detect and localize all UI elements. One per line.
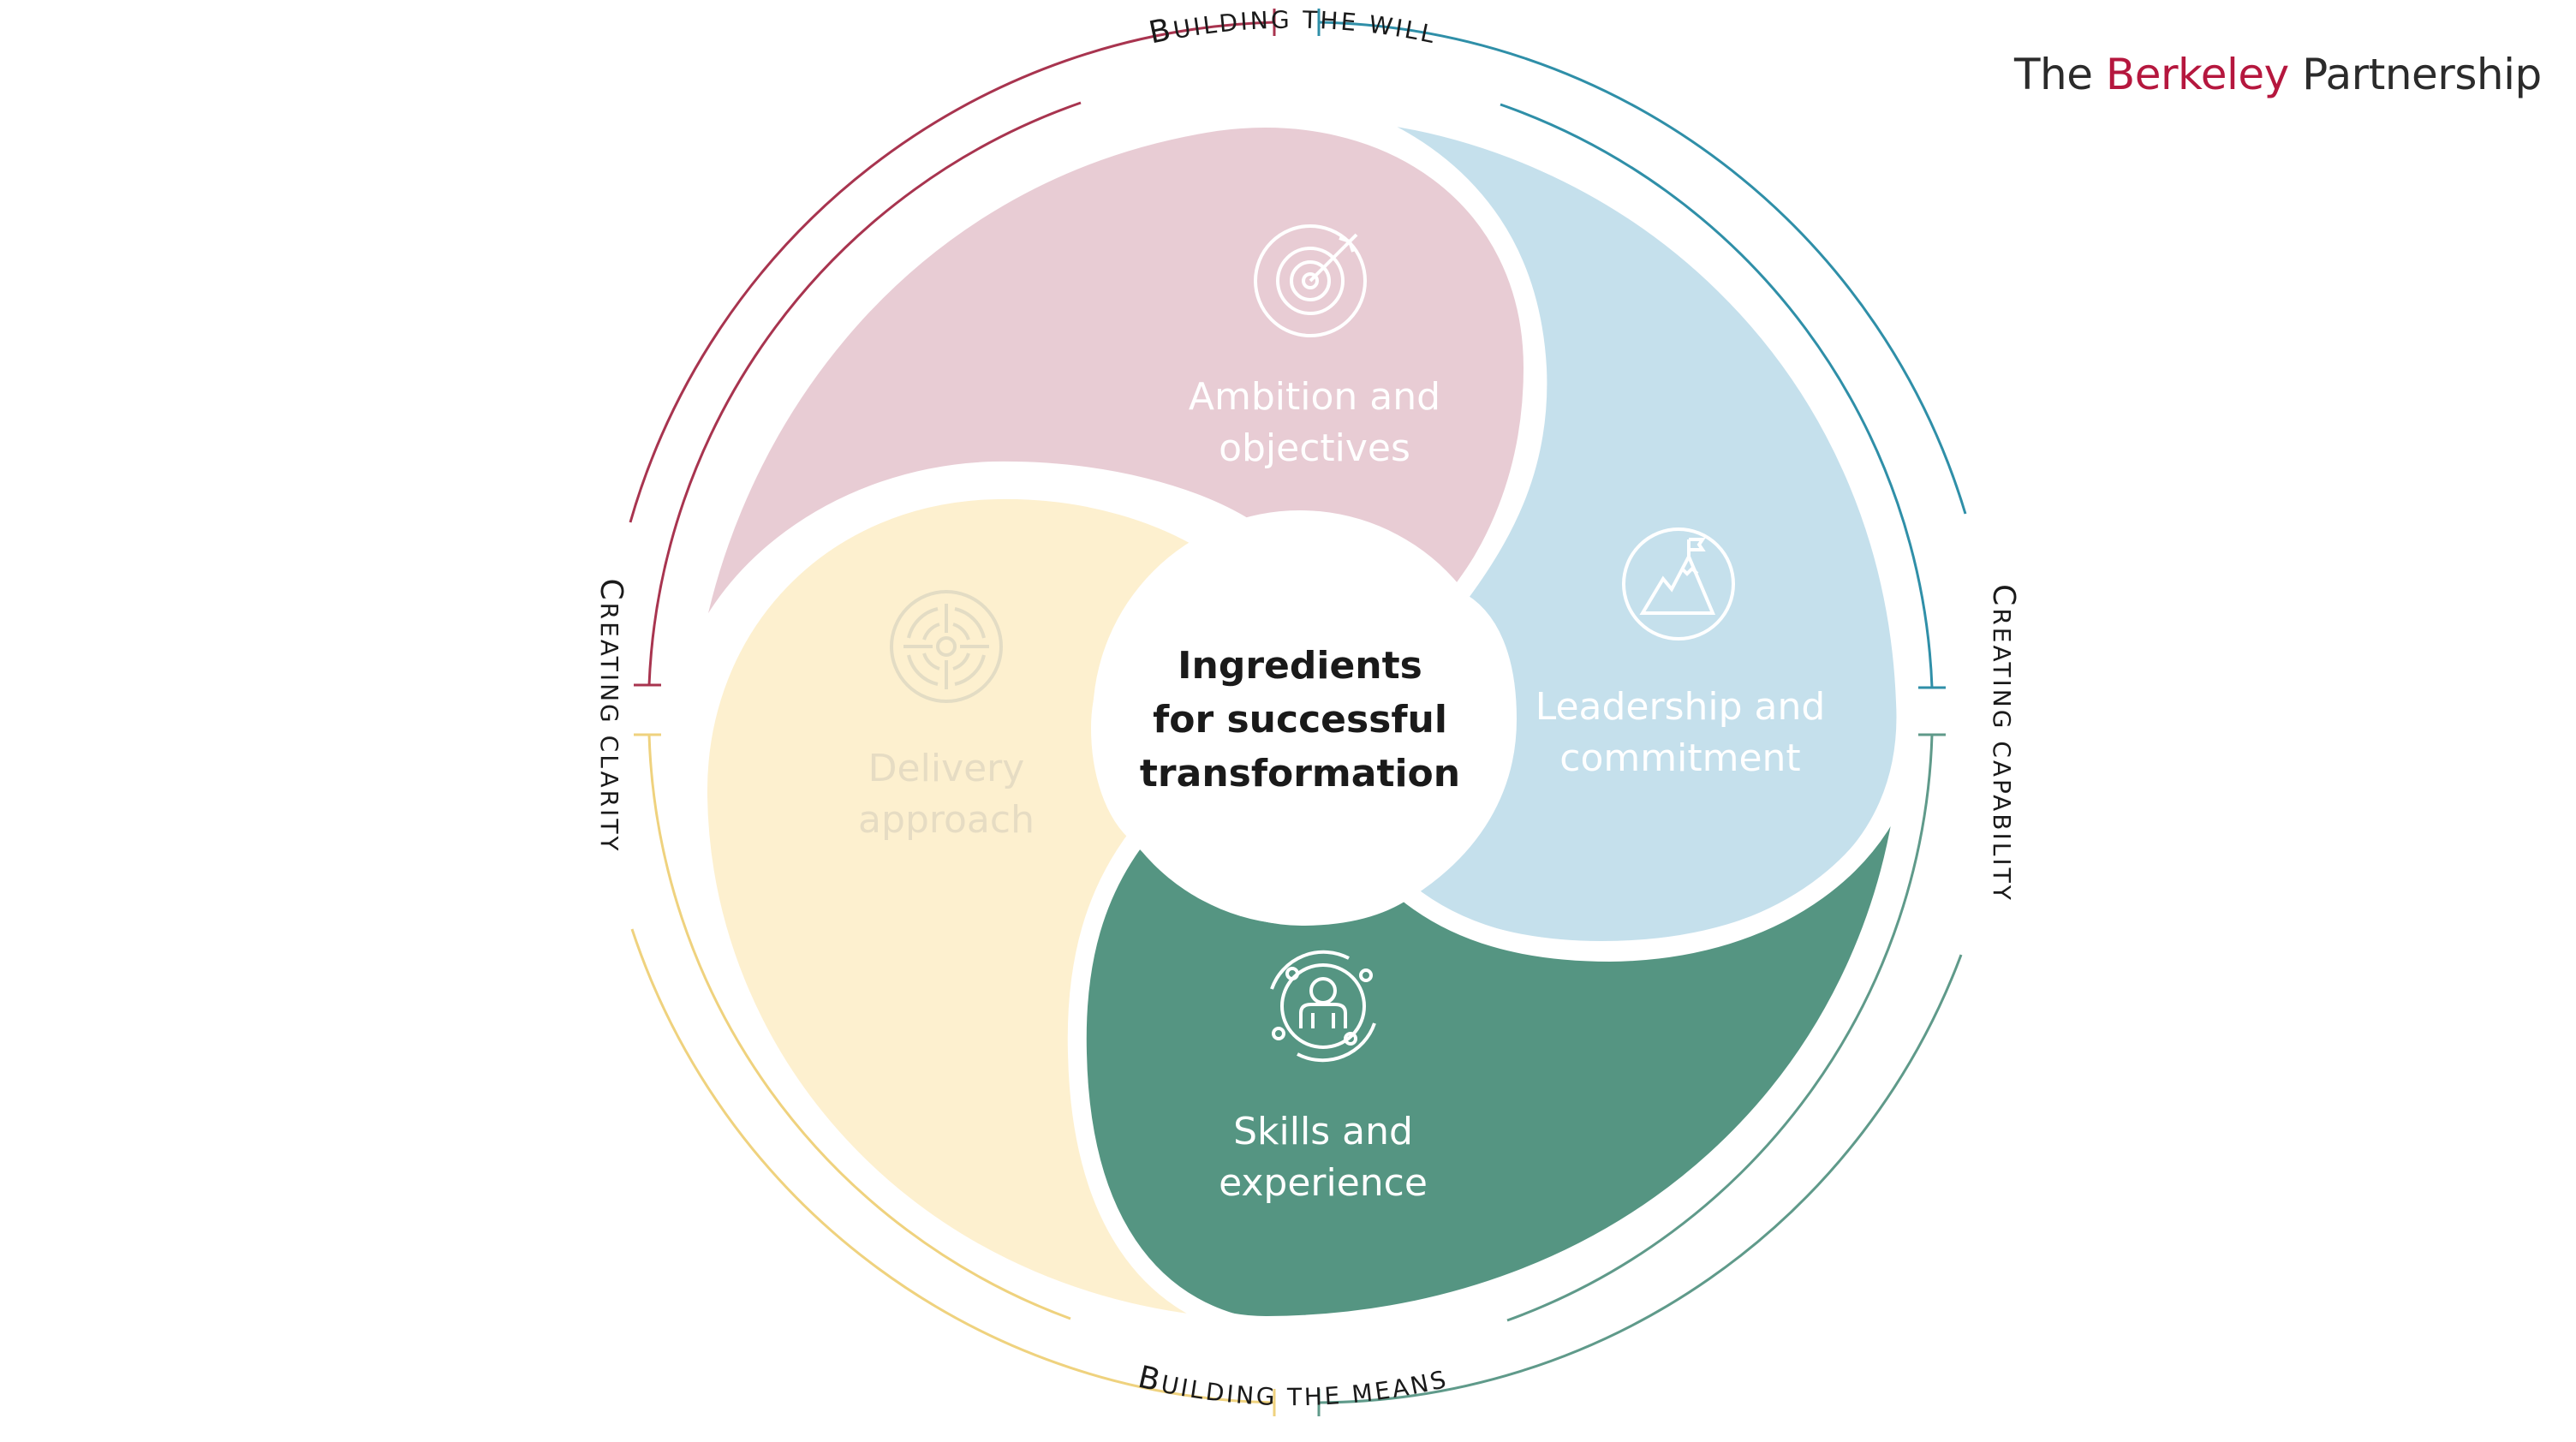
ring-arc-top-left-inner	[647, 101, 1082, 686]
ring-arc-bottom-left-outer	[630, 928, 1275, 1404]
ring-arcs	[629, 9, 1967, 1416]
logo-brand: Berkeley	[2105, 50, 2289, 99]
logo-prefix: The	[2014, 50, 2093, 99]
ring-label-left: CREATING CLARITY	[593, 578, 629, 853]
segment-label-skills-1: Skills and	[1233, 1110, 1413, 1153]
center-line-3: transformation	[1140, 752, 1460, 795]
ring-arc-bottom-right-inner	[1506, 734, 1934, 1322]
segment-delivery[interactable]	[688, 480, 1268, 1338]
segments	[676, 100, 1919, 1338]
person-orbit-icon	[1270, 950, 1376, 1063]
segment-label-delivery-1: Delivery	[868, 747, 1025, 790]
segment-label-delivery-2: approach	[858, 798, 1035, 842]
center-line-1: Ingredients	[1178, 644, 1422, 688]
mountain-flag-icon	[1622, 527, 1735, 641]
center-title: Ingredients for successful transformatio…	[1140, 644, 1460, 795]
center-line-2: for successful	[1153, 698, 1447, 742]
ring-arc-bottom-left-inner	[647, 734, 1071, 1320]
ring-arc-top-left-outer	[629, 21, 1275, 523]
segment-label-ambition-2: objectives	[1219, 426, 1410, 470]
segment-label-leadership-1: Leadership and	[1535, 685, 1826, 729]
ring-arc-top-right-inner	[1500, 103, 1934, 688]
ring-arc-bottom-right-outer	[1318, 954, 1963, 1404]
segment-label-skills-2: experience	[1219, 1161, 1428, 1205]
ring-label-right: CREATING CAPABILITY	[1986, 584, 2021, 903]
target-arrow-icon	[1254, 224, 1367, 337]
segment-label-ambition-1: Ambition and	[1189, 375, 1440, 419]
segment-label-leadership-2: commitment	[1559, 736, 1800, 780]
ring-label-bottom: BUILDING THE MEANS	[1135, 1360, 1451, 1411]
logo-suffix: Partnership	[2302, 50, 2542, 99]
crosshair-icon	[890, 590, 1003, 703]
ring-label-top: BUILDING THE WILL	[1146, 6, 1440, 51]
center-circle	[1093, 510, 1507, 925]
brand-logo: The Berkeley Partnership	[2014, 50, 2542, 99]
ring-arc-top-right-outer	[1318, 21, 1967, 515]
